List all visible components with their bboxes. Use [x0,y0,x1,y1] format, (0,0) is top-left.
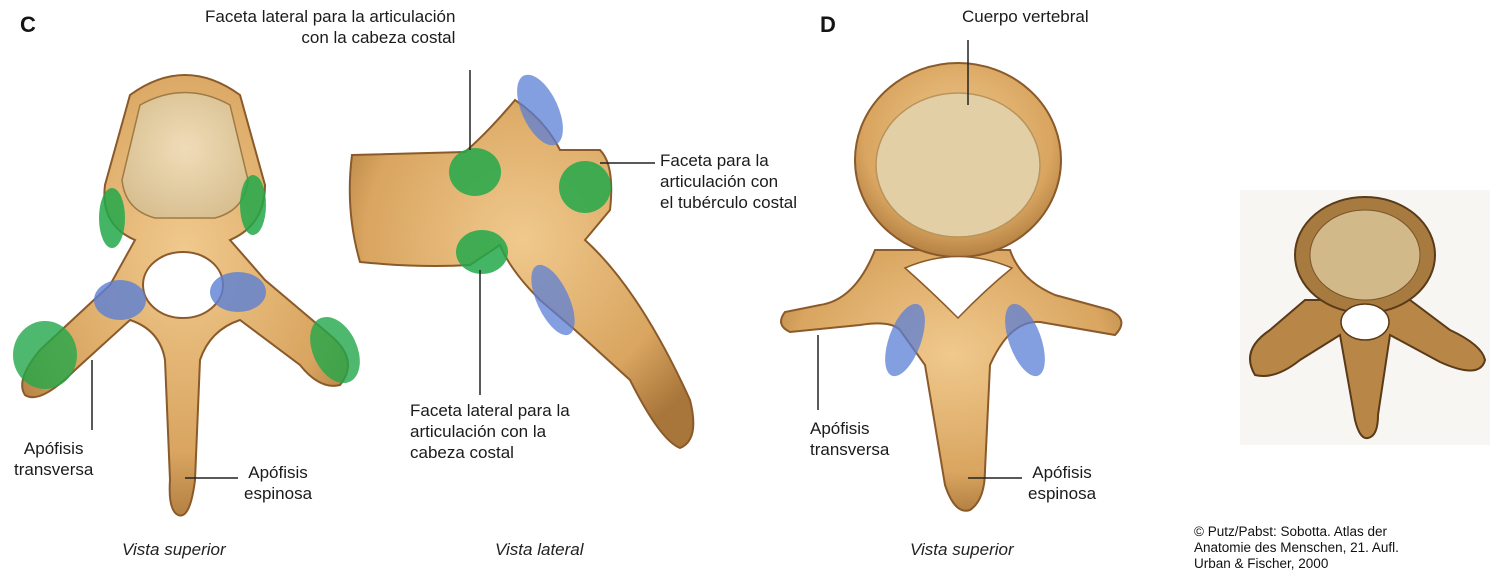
label-cuerpo-vertebral: Cuerpo vertebral [962,7,1089,26]
label-apofisis-espinosa-c: Apófisis espinosa [244,463,313,503]
panel-letter-c: C [20,12,36,37]
caption-vista-superior-d: Vista superior [910,540,1014,559]
label-apofisis-transversa-d: Apófisis transversa [810,419,890,459]
label-apofisis-transversa-c: Apófisis transversa [14,439,94,479]
caption-vista-superior-c: Vista superior [122,540,226,559]
thoracic-vertebra-lateral [348,74,695,450]
thoracic-vertebra-superior [13,74,360,517]
lumbar-vertebra-superior [780,62,1123,512]
caption-vista-lateral: Vista lateral [495,540,584,559]
panel-letter-d: D [820,12,836,37]
credit-text: © Putz/Pabst: Sobotta. Atlas der Anatomi… [1194,524,1399,571]
label-faceta-lateral-top: Faceta lateral para la articulación con … [205,7,456,47]
label-faceta-tuberculo: Faceta para la articulación con el tubér… [660,151,798,212]
label-faceta-lateral-bottom: Faceta lateral para la articulación con … [410,401,570,462]
label-apofisis-espinosa-d: Apófisis espinosa [1028,463,1097,503]
vertebra-photo [1240,190,1490,445]
